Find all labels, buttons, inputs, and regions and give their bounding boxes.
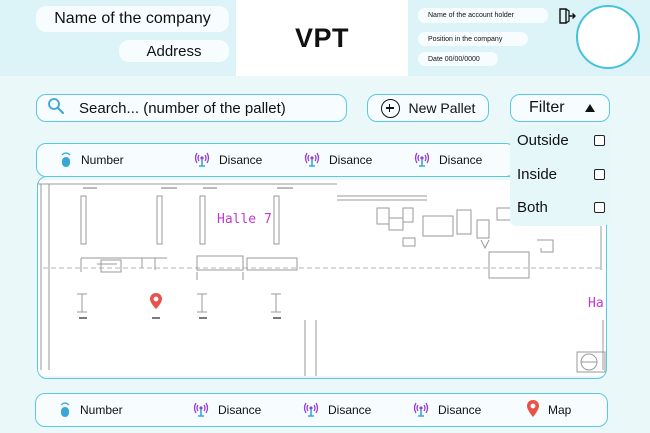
new-pallet-button[interactable]: New Pallet <box>367 94 489 122</box>
outside-checkbox[interactable] <box>594 135 605 146</box>
filter-option-both[interactable]: Both <box>517 199 605 216</box>
distance-cell: Disance <box>413 144 482 176</box>
hall-label-right: Ha <box>588 296 604 311</box>
map-label: Map <box>548 403 572 417</box>
search-icon <box>47 97 65 120</box>
filter-option-inside[interactable]: Inside <box>517 166 605 183</box>
search-input[interactable] <box>79 99 339 117</box>
distance-cell: Disance <box>302 394 371 426</box>
distance-label: Disance <box>218 403 262 417</box>
filter-label: Filter <box>529 99 565 116</box>
wifi-signal-icon <box>413 150 431 171</box>
triangle-up-icon <box>585 104 595 112</box>
filter-option-label: Inside <box>517 166 558 183</box>
tag-icon <box>58 400 72 421</box>
inside-checkbox[interactable] <box>594 169 605 180</box>
pallet-row-bottom[interactable]: Number Disance Disance <box>35 393 608 427</box>
distance-cell: Disance <box>412 394 481 426</box>
distance-cell: Disance <box>193 144 262 176</box>
company-name: Name of the company <box>36 6 229 32</box>
wifi-signal-icon <box>303 150 321 171</box>
wifi-signal-icon <box>193 150 211 171</box>
filter-option-label: Outside <box>517 132 569 149</box>
distance-label: Disance <box>219 153 263 167</box>
distance-cell: Disance <box>192 394 261 426</box>
pallet-row-top[interactable]: Number Disance Disance <box>36 143 516 177</box>
filter-button[interactable]: Filter <box>510 94 610 122</box>
plus-circle-icon <box>380 98 400 118</box>
wifi-signal-icon <box>412 400 430 421</box>
hall-7-label: Halle 7 <box>217 212 272 227</box>
number-label: Number <box>81 153 124 167</box>
account-holder-name: Name of the account holder <box>418 8 548 23</box>
distance-label: Disance <box>328 403 372 417</box>
filter-dropdown: Outside Inside Both <box>510 126 609 226</box>
both-checkbox[interactable] <box>594 202 605 213</box>
account-position: Position in the company <box>418 32 528 46</box>
map-cell[interactable]: Map <box>526 394 571 426</box>
location-pin-icon <box>526 399 540 422</box>
wifi-signal-icon <box>302 400 320 421</box>
filter-option-outside[interactable]: Outside <box>517 132 605 149</box>
wifi-signal-icon <box>192 400 210 421</box>
filter-option-label: Both <box>517 199 548 216</box>
distance-cell: Disance <box>303 144 372 176</box>
number-cell: Number <box>58 394 123 426</box>
current-date: Date 00/00/0000 <box>418 52 498 66</box>
logout-icon[interactable] <box>556 6 576 26</box>
distance-label: Disance <box>329 153 373 167</box>
new-pallet-label: New Pallet <box>408 100 476 116</box>
distance-label: Disance <box>439 153 483 167</box>
app-title: VPT <box>236 0 408 76</box>
company-address: Address <box>119 40 229 62</box>
avatar[interactable] <box>576 5 640 69</box>
number-label: Number <box>80 403 123 417</box>
number-cell: Number <box>59 144 124 176</box>
search-bar[interactable] <box>36 94 347 122</box>
distance-label: Disance <box>438 403 482 417</box>
tag-icon <box>59 150 73 171</box>
